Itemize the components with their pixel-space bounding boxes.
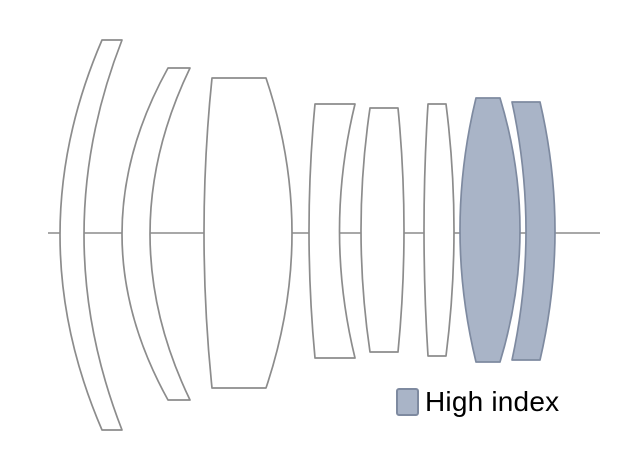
lens-elements-group [59,39,556,431]
lens-element-4 [308,103,356,359]
lens-element-1 [59,39,123,431]
legend: High index [396,386,559,418]
lens-element-2 [121,67,191,401]
lens-element-8-high-index [511,101,556,361]
high-index-swatch-icon [396,388,419,416]
lens-element-3 [203,77,293,389]
high-index-label: High index [425,386,560,417]
lens-element-7-high-index [459,97,521,363]
lens-element-6 [423,103,455,357]
lens-element-5 [360,107,405,353]
